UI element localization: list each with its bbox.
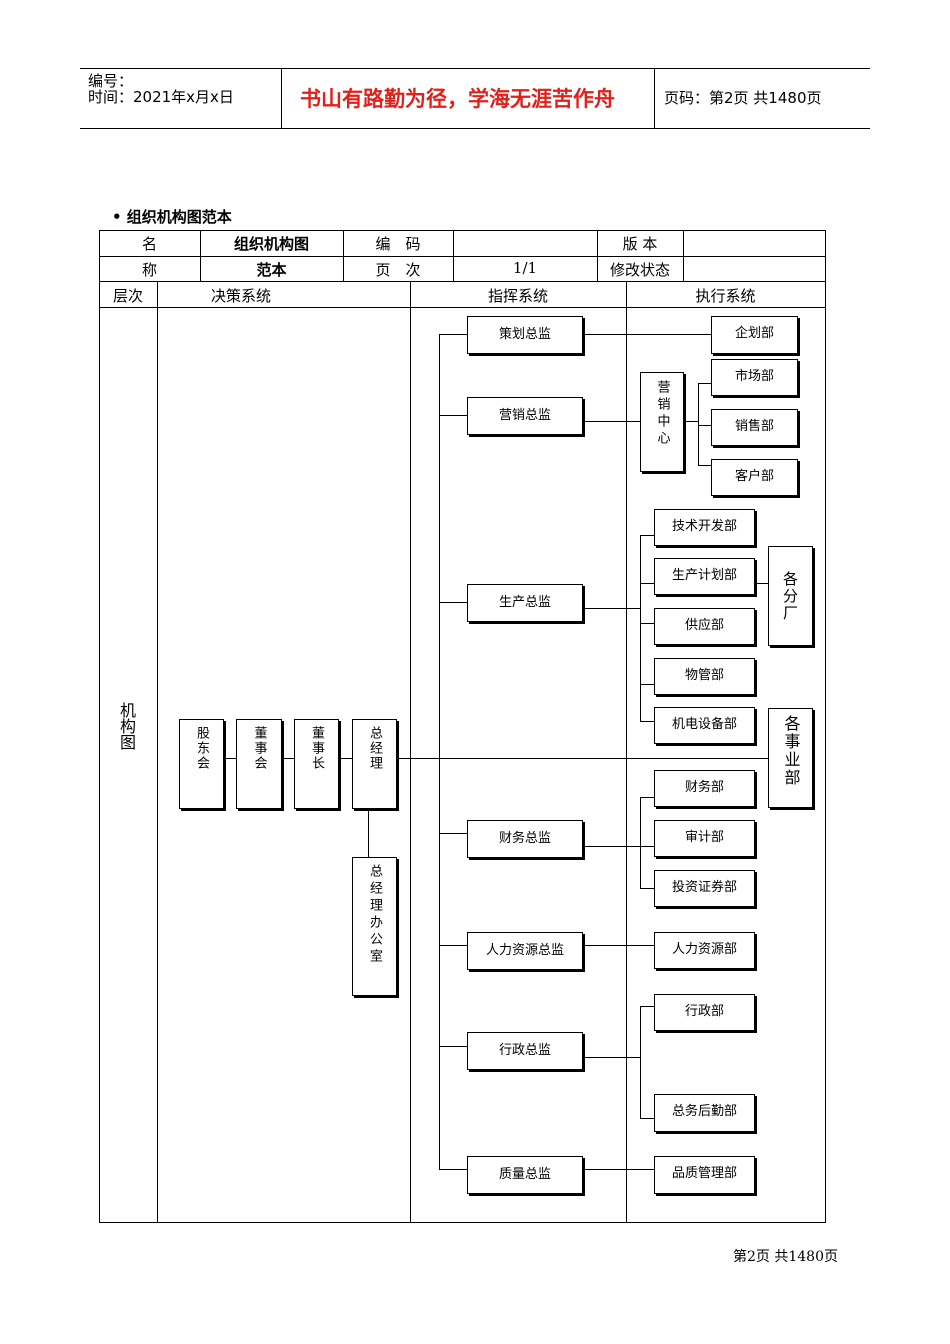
dept-box-admin: 行政部 xyxy=(654,994,755,1031)
dept-box-equipment: 机电设备部 xyxy=(654,707,755,744)
version-label: 版 本 xyxy=(622,235,658,253)
revision-label: 修改状态 xyxy=(609,261,670,279)
header-bottom-rule xyxy=(80,128,870,129)
dept-box-logistics: 总务后勤部 xyxy=(654,1094,755,1132)
doc-title-line2: 范本 xyxy=(256,261,287,279)
board-of-directors-box: 董事会 xyxy=(236,719,282,809)
dept-box-tech-dev: 技术开发部 xyxy=(654,509,755,546)
header-motto: 书山有路勤为径，学海无涯苦作舟 xyxy=(300,87,615,111)
chairman-box: 董事长 xyxy=(294,719,339,809)
dept-box-investment: 投资证券部 xyxy=(654,870,755,907)
column-header-execution: 执行系统 xyxy=(695,287,756,305)
page-label: 页 次 xyxy=(375,261,421,279)
code-label: 编 码 xyxy=(375,235,421,253)
footer-page-info: 第2页 共1480页 xyxy=(733,1249,838,1265)
director-box-production: 生产总监 xyxy=(467,584,583,622)
header-top-rule xyxy=(80,68,870,69)
name-label-part1: 名 xyxy=(141,235,157,253)
section-title: • 组织机构图范本 xyxy=(112,208,232,226)
dept-box-sales: 销售部 xyxy=(711,409,798,446)
header-page-info: 页码：第2页 共1480页 xyxy=(664,89,822,107)
dept-box-material: 物管部 xyxy=(654,658,755,695)
dept-box-planning: 企划部 xyxy=(711,316,798,354)
shareholders-meeting-box: 股东会 xyxy=(179,719,224,809)
director-box-marketing: 营销总监 xyxy=(467,397,583,435)
page-value: 1/1 xyxy=(512,259,538,277)
dept-box-hr: 人力资源部 xyxy=(654,932,755,969)
dept-box-audit: 审计部 xyxy=(654,820,755,857)
row-label-org-chart: 机构图 xyxy=(117,702,136,750)
dept-box-market: 市场部 xyxy=(711,359,798,396)
director-box-finance: 财务总监 xyxy=(467,820,583,858)
director-box-hr: 人力资源总监 xyxy=(467,932,583,970)
dept-box-quality: 品质管理部 xyxy=(654,1156,755,1194)
dept-box-finance: 财务部 xyxy=(654,770,755,807)
column-header-command: 指挥系统 xyxy=(487,287,548,305)
doc-title-line1: 组织机构图 xyxy=(233,235,309,253)
header-divider xyxy=(281,68,282,128)
business-divisions-box: 各事业部 xyxy=(768,708,813,808)
director-box-quality: 质量总监 xyxy=(467,1156,583,1194)
gm-office-box: 总经理办公室 xyxy=(352,857,397,996)
dept-box-customer: 客户部 xyxy=(711,459,798,496)
name-label-part2: 称 xyxy=(141,261,157,279)
branch-factories-box: 各分厂 xyxy=(768,546,813,646)
dept-box-production-planning: 生产计划部 xyxy=(654,558,755,595)
director-box-planning: 策划总监 xyxy=(467,316,583,354)
dept-box-supply: 供应部 xyxy=(654,608,755,645)
director-box-admin: 行政总监 xyxy=(467,1032,583,1070)
column-header-level: 层次 xyxy=(112,287,143,305)
column-header-decision: 决策系统 xyxy=(210,287,271,305)
header-divider xyxy=(654,68,655,128)
document-time-label: 时间：2021年x月x日 xyxy=(88,88,234,106)
marketing-center-box: 营销中心 xyxy=(640,372,684,472)
general-manager-box: 总经理 xyxy=(352,719,397,809)
document-number-label: 编号： xyxy=(88,72,134,90)
